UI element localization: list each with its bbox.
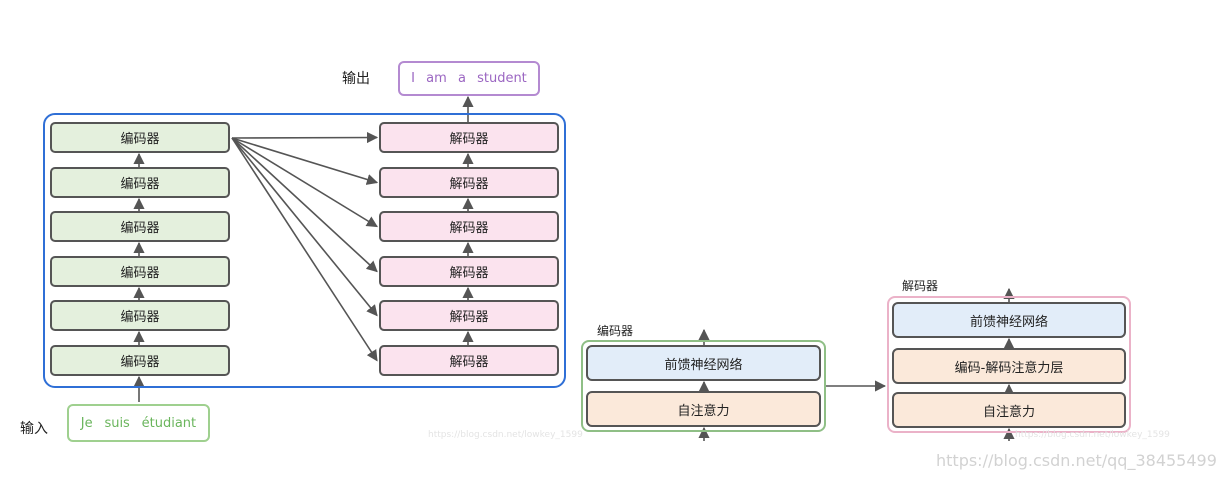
encoder-detail-title: 编码器 bbox=[597, 324, 634, 338]
encoder-to-decoder-arrow bbox=[231, 137, 378, 362]
encoder-detail-frame bbox=[581, 340, 826, 432]
encoder-block: 编码器 bbox=[50, 211, 230, 242]
encoder-to-decoder-arrow bbox=[231, 137, 379, 185]
input-label: 输入 bbox=[20, 421, 48, 437]
decoder-block: 解码器 bbox=[379, 122, 559, 153]
decoder-block: 解码器 bbox=[379, 345, 559, 376]
encoder-decoder-stack-frame bbox=[43, 113, 566, 388]
input-sequence: Je suis étudiant bbox=[67, 404, 210, 442]
decoder-block: 解码器 bbox=[379, 300, 559, 331]
output-sequence: I am a student bbox=[398, 61, 540, 96]
input-token: suis bbox=[104, 415, 130, 431]
faint-watermark-left: https://blog.csdn.net/lowkey_1599 bbox=[428, 430, 583, 440]
input-token: étudiant bbox=[141, 415, 197, 431]
encoder-self-attention: 自注意力 bbox=[586, 391, 821, 427]
encoder-block: 编码器 bbox=[50, 122, 230, 153]
input-token: Je bbox=[80, 415, 93, 431]
output-token: am bbox=[426, 71, 447, 86]
decoder-block: 解码器 bbox=[379, 211, 559, 242]
decoder-feed-forward: 前馈神经网络 bbox=[892, 302, 1126, 338]
output-token: a bbox=[457, 71, 466, 86]
decoder-block: 解码器 bbox=[379, 167, 559, 198]
decoder-block: 解码器 bbox=[379, 256, 559, 287]
output-token: I bbox=[411, 71, 415, 86]
encoder-block: 编码器 bbox=[50, 345, 230, 376]
encoder-block: 编码器 bbox=[50, 256, 230, 287]
encoder-block: 编码器 bbox=[50, 300, 230, 331]
csdn-watermark: https://blog.csdn.net/qq_38455499 bbox=[936, 451, 1217, 470]
transformer-diagram: 输出 I am a student 编码器 编码器 编码器 编码器 编码器 编码… bbox=[20, 61, 1217, 470]
encoder-to-decoder-arrow bbox=[231, 137, 378, 317]
encoder-feed-forward: 前馈神经网络 bbox=[586, 345, 821, 381]
output-token: student bbox=[477, 71, 527, 86]
decoder-detail-title: 解码器 bbox=[902, 279, 939, 293]
encoder-to-decoder-arrow bbox=[231, 137, 378, 273]
decoder-self-attention: 自注意力 bbox=[892, 392, 1126, 428]
encoder-to-decoder-arrow bbox=[231, 137, 378, 228]
decoder-enc-dec-attention: 编码-解码注意力层 bbox=[892, 348, 1126, 384]
decoder-detail-frame bbox=[887, 296, 1131, 433]
encoder-block: 编码器 bbox=[50, 167, 230, 198]
encoder-to-decoder-arrow bbox=[231, 131, 379, 144]
faint-watermark-right: https://blog.csdn.net/lowkey_1599 bbox=[1015, 430, 1170, 440]
output-label: 输出 bbox=[342, 71, 370, 87]
